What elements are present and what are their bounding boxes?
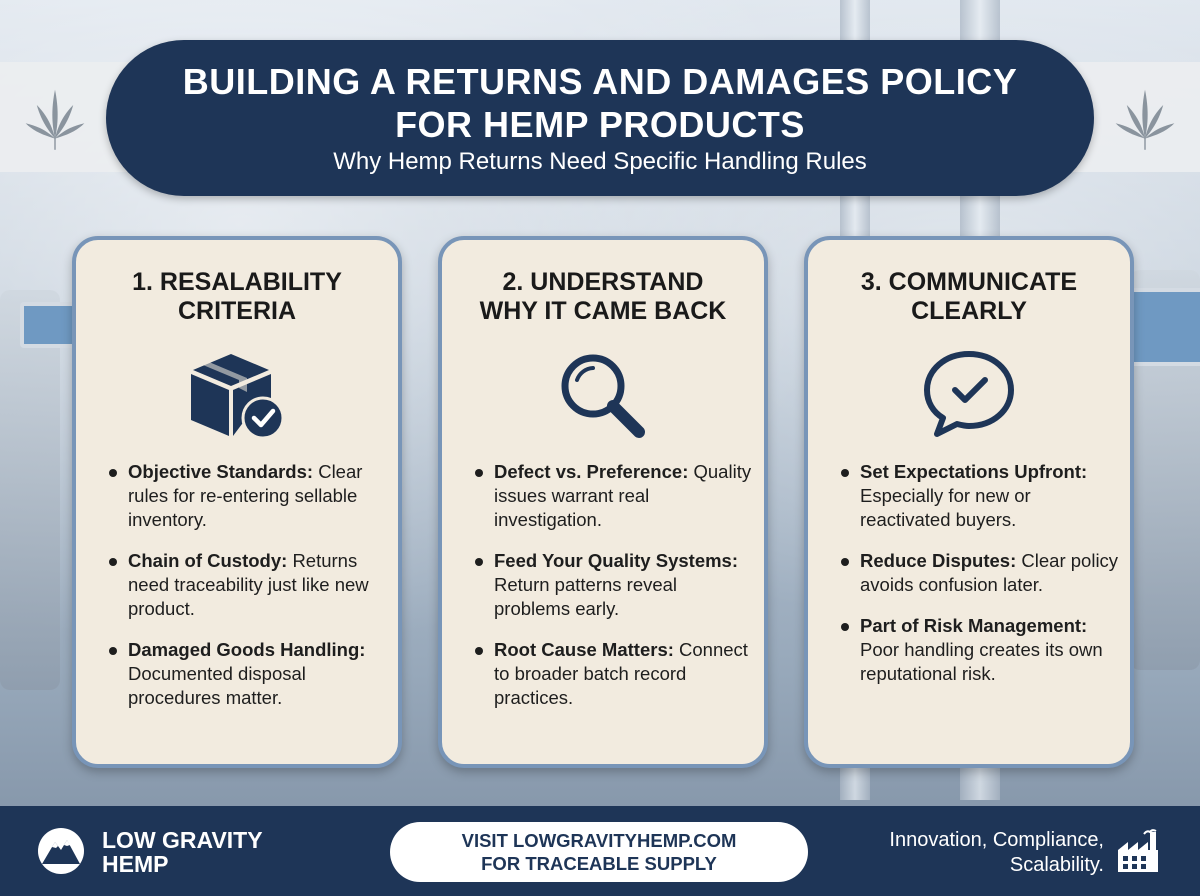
tagline-line-1: Innovation, Compliance, [889, 829, 1104, 851]
card-communicate-clearly: 3. COMMUNICATE CLEARLY Set Expectations … [804, 236, 1134, 768]
title-banner: BUILDING A RETURNS AND DAMAGES POLICY FO… [106, 40, 1094, 196]
brand-name-line-1: LOW GRAVITY [102, 827, 263, 853]
tagline-line-2: Scalability. [1009, 854, 1104, 876]
list-item: Damaged Goods Handling: Documented dispo… [106, 638, 392, 710]
list-item: Objective Standards: Clear rules for re-… [106, 460, 392, 532]
tagline: Innovation, Compliance, Scalability. [889, 828, 1104, 878]
list-item: Root Cause Matters: Connect to broader b… [472, 638, 758, 710]
visit-website-link[interactable]: VISIT LOWGRAVITYHEMP.COM FOR TRACEABLE S… [390, 822, 808, 882]
card-title-line-2: CRITERIA [177, 297, 297, 325]
cta-line-1: VISIT LOWGRAVITYHEMP.COM [461, 830, 737, 851]
page-title-line-1: BUILDING A RETURNS AND DAMAGES POLICY [182, 61, 1018, 102]
list-item: Set Expectations Upfront: Especially for… [838, 460, 1124, 532]
card-title: 3. COMMUNICATE CLEARLY [808, 268, 1130, 326]
footer: LOW GRAVITY HEMP VISIT LOWGRAVITYHEMP.CO… [0, 806, 1200, 896]
page-subtitle: Why Hemp Returns Need Specific Handling … [333, 148, 867, 175]
list-item: Feed Your Quality Systems: Return patter… [472, 549, 758, 621]
card-resalability-criteria: 1. RESALABILITY CRITERIA Objective Stand… [72, 236, 402, 768]
card-understand-returns: 2. UNDERSTAND WHY IT CAME BACK Defect vs… [438, 236, 768, 768]
cta-line-2: FOR TRACEABLE SUPPLY [481, 853, 717, 874]
card-title-line-2: WHY IT CAME BACK [479, 297, 727, 325]
list-item: Chain of Custody: Returns need traceabil… [106, 549, 392, 621]
bullet-list: Objective Standards: Clear rules for re-… [106, 460, 392, 727]
list-item: Part of Risk Management: Poor handling c… [838, 614, 1124, 686]
hemp-leaf-icon [1115, 89, 1175, 150]
card-title-line-2: CLEARLY [911, 297, 1027, 325]
speech-bubble-check-icon [924, 351, 1014, 437]
box-check-icon [191, 354, 285, 440]
card-title-line-1: 1. RESALABILITY [132, 268, 342, 296]
card-title: 2. UNDERSTAND WHY IT CAME BACK [442, 268, 764, 326]
magnifying-glass-icon [561, 354, 645, 438]
card-title-line-1: 2. UNDERSTAND [502, 268, 704, 296]
list-item: Defect vs. Preference: Quality issues wa… [472, 460, 758, 532]
page-title: BUILDING A RETURNS AND DAMAGES POLICY FO… [106, 60, 1094, 146]
card-title: 1. RESALABILITY CRITERIA [76, 268, 398, 326]
bullet-list: Set Expectations Upfront: Especially for… [838, 460, 1124, 703]
bullet-list: Defect vs. Preference: Quality issues wa… [472, 460, 758, 727]
brand-name-line-2: HEMP [102, 851, 169, 877]
hemp-leaf-icon [25, 89, 85, 150]
brand-name: LOW GRAVITY HEMP [102, 828, 263, 876]
page-title-line-2: FOR HEMP PRODUCTS [395, 104, 805, 145]
factory-icon [1118, 829, 1158, 872]
card-title-line-1: 3. COMMUNICATE [860, 268, 1078, 296]
mountain-logo-icon [38, 828, 84, 874]
list-item: Reduce Disputes: Clear policy avoids con… [838, 549, 1124, 597]
